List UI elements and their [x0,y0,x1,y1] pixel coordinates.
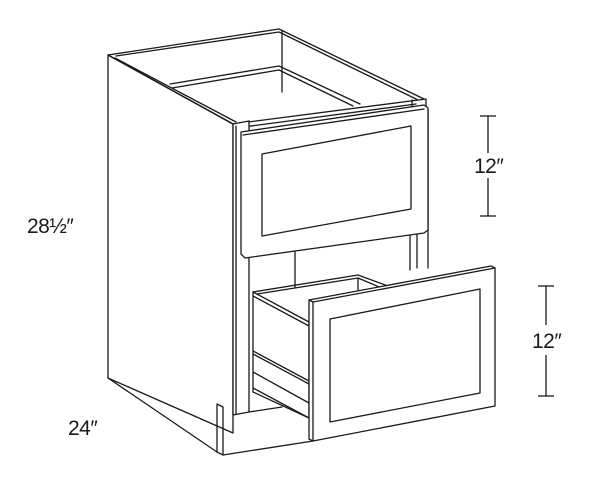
bottom-drawer-dimension-line [538,285,554,397]
top-drawer-dimension-label: 12″ [474,155,504,178]
bottom-drawer-dimension-label: 12″ [532,330,562,353]
cabinet-side-panel [107,54,234,434]
height-dimension-label: 28½″ [27,215,74,238]
top-drawer-front [240,104,429,259]
cabinet-top-frame [107,28,427,132]
cabinet-toe-kick [107,377,314,456]
top-drawer-dimension-line [480,115,496,217]
depth-dimension-label: 24″ [68,417,98,440]
bottom-drawer-front [308,265,496,442]
